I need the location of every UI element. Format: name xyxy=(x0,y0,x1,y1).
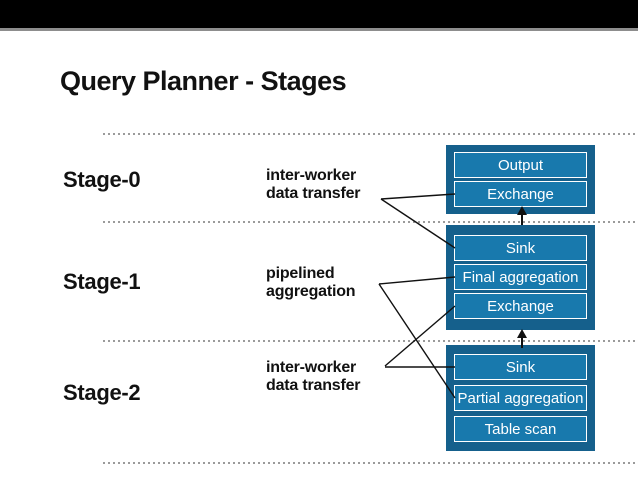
annotation-line: aggregation xyxy=(266,283,356,300)
operator-box-output: Output xyxy=(454,152,587,178)
annotation-line: data transfer xyxy=(266,377,361,394)
operator-box-sink: Sink xyxy=(454,354,587,380)
stage-separator xyxy=(103,462,635,464)
connector-line xyxy=(380,193,456,200)
stage-separator xyxy=(103,340,635,342)
annotation-inter-worker-bottom: inter-worker data transfer xyxy=(266,359,361,395)
annotation-line: data transfer xyxy=(266,185,361,202)
stage-separator xyxy=(103,221,635,223)
annotation-line: inter-worker xyxy=(266,359,357,376)
annotation-inter-worker-top: inter-worker data transfer xyxy=(266,167,361,203)
up-arrow-icon xyxy=(517,206,527,225)
stage-2-label: Stage-2 xyxy=(63,380,141,405)
connector-line xyxy=(378,276,456,285)
stage-2-operator-group: Sink Partial aggregation Table scan xyxy=(446,345,595,451)
top-bar xyxy=(0,0,638,31)
operator-box-partial-aggregation: Partial aggregation xyxy=(454,385,587,411)
connector-line xyxy=(380,198,456,249)
connector-line xyxy=(384,305,456,367)
operator-box-exchange: Exchange xyxy=(454,293,587,319)
annotation-line: pipelined xyxy=(266,265,335,282)
operator-box-table-scan: Table scan xyxy=(454,416,587,442)
stage-1-label: Stage-1 xyxy=(63,269,141,294)
annotation-pipelined-aggregation: pipelined aggregation xyxy=(266,265,356,301)
operator-box-exchange: Exchange xyxy=(454,181,587,207)
operator-box-sink: Sink xyxy=(454,235,587,261)
stage-0-label: Stage-0 xyxy=(63,167,141,192)
operator-box-final-aggregation: Final aggregation xyxy=(454,264,587,290)
up-arrow-icon xyxy=(517,329,527,348)
stage-1-operator-group: Sink Final aggregation Exchange xyxy=(446,225,595,330)
stage-separator xyxy=(103,133,635,135)
annotation-line: inter-worker xyxy=(266,167,357,184)
stage-0-operator-group: Output Exchange xyxy=(446,145,595,214)
page-title: Query Planner - Stages xyxy=(60,66,347,96)
